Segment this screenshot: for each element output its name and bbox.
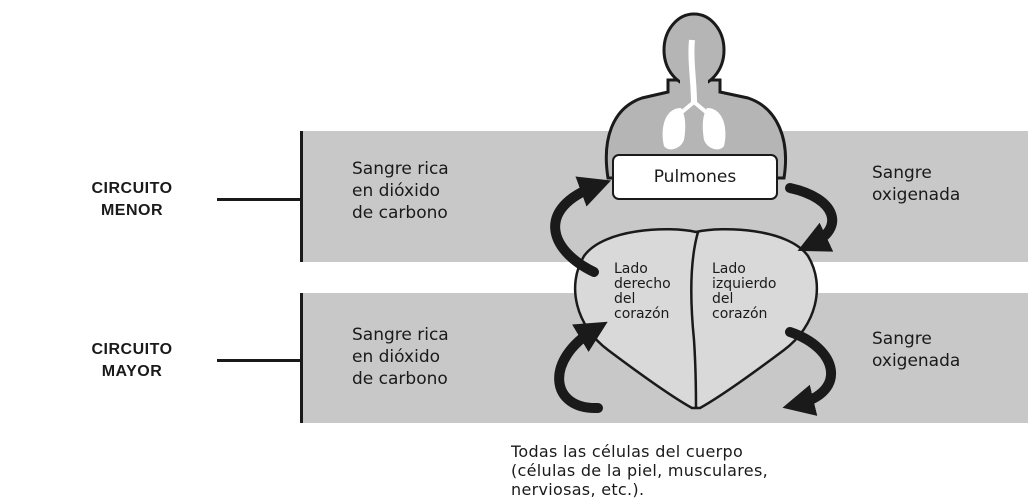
menor-bracket-line	[300, 131, 303, 262]
pulmones-label: Pulmones	[653, 167, 737, 187]
heart-right-side-label: Lado derecho del corazón	[614, 261, 671, 322]
mayor-bracket-line	[300, 293, 303, 423]
heart-left-side-label: Lado izquierdo del corazón	[712, 261, 777, 322]
sangre-rica-top-label: Sangre rica en dióxido de carbono	[352, 159, 449, 223]
sangre-oxigenada-top-label: Sangre oxigenada	[872, 163, 961, 205]
circuito-mayor-label: CIRCUITO MAYOR	[91, 341, 173, 380]
sangre-oxigenada-bottom-label: Sangre oxigenada	[872, 329, 961, 371]
mayor-connector-line	[217, 359, 301, 362]
curved-arrow-icon	[550, 176, 838, 416]
body-cells-caption: Todas las células del cuerpo (células de…	[511, 442, 768, 499]
heart-diagram	[573, 228, 819, 410]
menor-connector-line	[217, 198, 301, 201]
lungs-icon	[662, 39, 726, 150]
pulmones-box: Pulmones	[612, 154, 778, 200]
sangre-rica-bottom-label: Sangre rica en dióxido de carbono	[352, 325, 449, 389]
circuito-menor-label: CIRCUITO MENOR	[91, 180, 173, 219]
